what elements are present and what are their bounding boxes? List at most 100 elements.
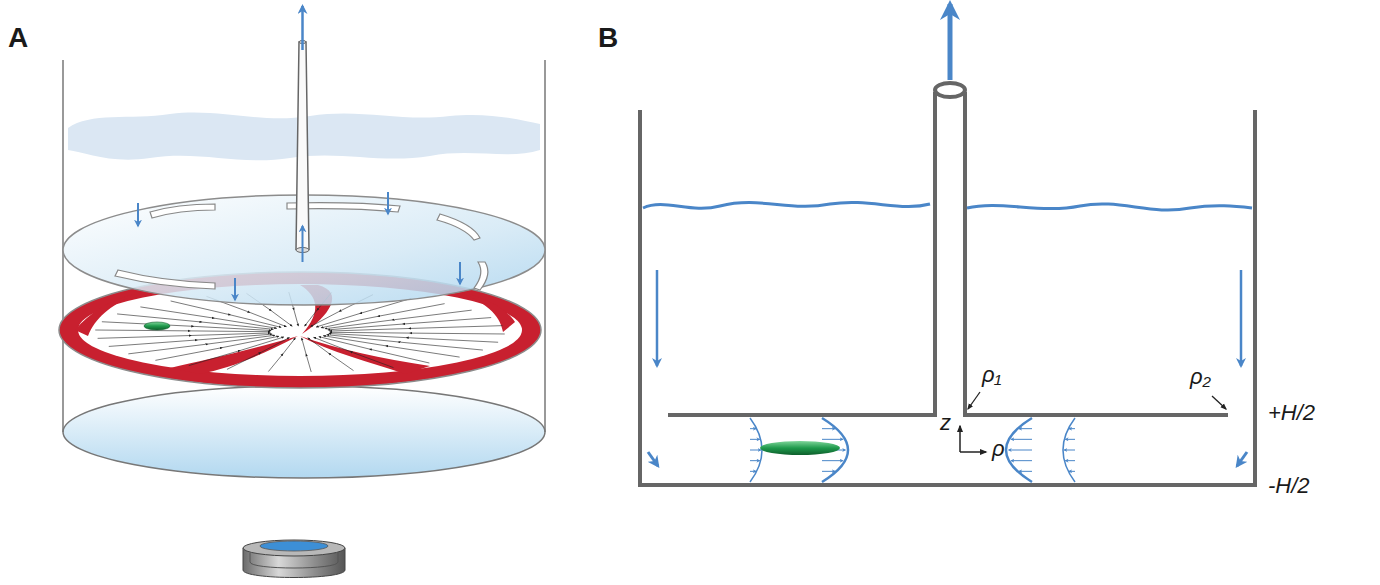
streamline [314,337,350,351]
radius-label: ρ₂ [1190,366,1211,388]
panel-letter: A [8,24,28,52]
flow-arrow [137,203,139,226]
streamline [227,353,261,370]
velocity-arrow [1019,471,1032,472]
velocity-arrow [750,460,760,461]
velocity-profiles [750,418,1075,482]
axis-label: z [940,412,951,434]
streamline [171,301,231,315]
streamline [319,337,369,349]
leader-line [1212,396,1226,409]
velocity-profile [1063,418,1075,482]
velocity-profile [1006,418,1032,482]
streamline [406,338,498,343]
velocity-profile [750,418,762,482]
axis-label: ρ [992,438,1005,460]
streamline [330,332,410,334]
velocity-arrow [1065,460,1075,461]
velocity-arrow [1069,428,1075,429]
flow-arrow [656,270,659,366]
streamline [323,336,385,346]
streamline [329,353,354,370]
flow-arrow [1240,270,1243,366]
top-plate [668,92,935,415]
velocity-arrow [1064,450,1075,451]
streamline [109,340,198,346]
height-label: +H/2 [1268,402,1315,424]
streamline [329,334,406,338]
channel-divider [300,336,430,374]
streamline [190,330,270,332]
streamline [410,333,505,335]
streamline [321,316,377,327]
flow-arrow [301,6,304,50]
velocity-arrow [822,428,835,429]
velocity-arrow [750,428,756,429]
streamline [308,338,329,353]
flow-cell-3d [59,6,545,578]
flow-arrow [1237,452,1247,466]
inlet-slot [437,214,480,240]
particle [760,441,840,455]
streamline [306,354,311,372]
leader-line [968,392,980,409]
streamline [128,344,208,354]
height-label: -H/2 [1268,475,1310,497]
streamline [398,342,483,350]
axis-rho [960,451,986,453]
streamline [283,338,295,354]
streamline [268,354,283,372]
flow-arrow [648,452,658,466]
radius-label: ρ₁ [982,364,1002,386]
velocity-arrow [822,471,835,472]
inlet-slot [474,262,488,290]
velocity-arrow [1011,439,1032,440]
water-surface [967,204,1252,210]
flow-arrow [387,192,389,214]
container-wall [640,110,1255,485]
objective-lens [250,553,338,568]
streamline [350,352,393,368]
velocity-arrow [750,471,756,472]
velocity-arrow [1009,450,1032,451]
streamline [117,314,202,322]
streamline [392,310,472,320]
streamline [305,310,317,326]
outlet-tube [935,83,965,97]
velocity-arrow [750,450,761,451]
streamline [194,326,271,330]
streamline [409,326,503,329]
objective-lens [243,540,345,556]
velocity-arrow [822,460,843,461]
velocity-arrow [1019,428,1032,429]
streamline [369,349,429,363]
streamline [271,311,292,326]
flow-arrow [302,226,304,262]
streamline [95,330,190,332]
water-surface [643,202,930,208]
streamline [403,318,492,324]
streamline [250,312,286,326]
streamline [302,338,306,354]
axis-z [959,426,961,452]
inlet-slot [150,204,215,218]
outlet-tube [296,42,309,250]
velocity-arrow [1069,471,1075,472]
panel-letter: B [598,24,618,52]
velocity-arrow [750,439,760,440]
streamline [330,329,409,332]
velocity-arrow [1011,460,1032,461]
flow-arrow [459,262,461,284]
flow-cell-section [640,4,1255,485]
velocity-arrow [1065,439,1075,440]
streamline [214,318,276,328]
streamline [294,310,298,326]
top-plate [965,92,1228,415]
inlet-slot [115,270,215,289]
streamline [222,336,278,347]
objective-lens [260,541,328,551]
bottom-coverslip [63,386,545,478]
particle [144,322,170,330]
